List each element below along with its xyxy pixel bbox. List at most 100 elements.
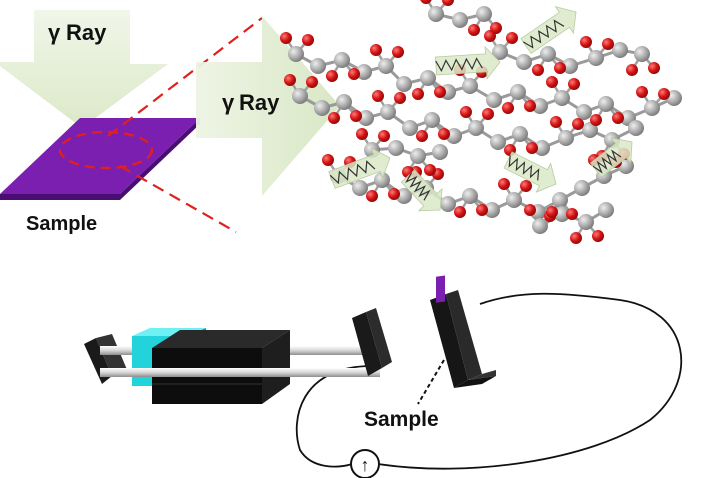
oxygen-atom (350, 110, 362, 122)
carbon-atom (452, 12, 468, 28)
oxygen-atom (532, 64, 544, 76)
carbon-atom (588, 50, 604, 66)
sample-plate-side (0, 118, 200, 200)
gamma-ray-right-arrow (196, 16, 340, 196)
carbon-atom (402, 120, 418, 136)
oxygen-atom (284, 74, 296, 86)
carbon-atom (410, 148, 426, 164)
oxygen-atom (460, 106, 472, 118)
carbon-atom (462, 78, 478, 94)
carbon-atom (468, 120, 484, 136)
oxygen-atom (370, 44, 382, 56)
carbon-atom (582, 122, 598, 138)
oxygen-atom (442, 0, 454, 6)
carbon-atom (628, 120, 644, 136)
oxygen-atom (546, 76, 558, 88)
carbon-atom (378, 58, 394, 74)
ray-label-right: Ray (239, 90, 280, 115)
stage-body (152, 330, 290, 348)
carbon-atom (484, 202, 500, 218)
carbon-atom (532, 98, 548, 114)
sample-piece (436, 275, 445, 303)
zoom-line-upper (107, 17, 263, 137)
oxygen-atom (372, 90, 384, 102)
carbon-atom (554, 90, 570, 106)
oxygen-atom (476, 204, 488, 216)
carbon-atom (462, 188, 478, 204)
gamma-sample-panel: γ Ray Sample (0, 10, 263, 235)
ray-label-left: Ray (66, 20, 107, 45)
carbon-atom (598, 96, 614, 112)
phonon-wave-arrow (435, 45, 501, 80)
gamma-symbol-right: γ (222, 90, 235, 115)
oxygen-atom (550, 116, 562, 128)
oxygen-atom (392, 46, 404, 58)
oxygen-atom (378, 130, 390, 142)
oxygen-atom (590, 114, 602, 126)
oxygen-atom (506, 32, 518, 44)
oxygen-atom (502, 102, 514, 114)
measurement-device-panel: ↑ Sample (84, 275, 683, 478)
oxygen-atom (592, 230, 604, 242)
molecular-chain (280, 0, 682, 244)
oxygen-atom (568, 78, 580, 90)
zoom-line-lower (119, 165, 237, 233)
carbon-atom (634, 46, 650, 62)
sample-label-top: Sample (26, 213, 97, 235)
oxygen-atom (636, 86, 648, 98)
carbon-atom (352, 180, 368, 196)
oxygen-atom (524, 100, 536, 112)
oxygen-atom (626, 64, 638, 76)
oxygen-atom (526, 142, 538, 154)
oxygen-atom (554, 62, 566, 74)
oxygen-atom (356, 128, 368, 140)
oxygen-atom (498, 178, 510, 190)
carbon-atom (562, 58, 578, 74)
carbon-atom (486, 92, 502, 108)
oxygen-atom (546, 206, 558, 218)
sample-plate (0, 118, 200, 194)
oxygen-atom (306, 76, 318, 88)
carbon-atom (420, 70, 436, 86)
oxygen-atom (570, 232, 582, 244)
ammeter-symbol: ↑ (361, 455, 370, 475)
carbon-atom (432, 144, 448, 160)
oxygen-atom (302, 34, 314, 46)
oxygen-atom (394, 92, 406, 104)
carbon-atom (476, 6, 492, 22)
gamma-ray-down-arrow (0, 10, 168, 128)
carbon-atom (428, 6, 444, 22)
oxygen-atom (468, 24, 480, 36)
carbon-atom (512, 126, 528, 142)
carbon-atom (576, 104, 592, 120)
carbon-atom (490, 134, 506, 150)
phonon-wave-arrow (400, 169, 443, 212)
sample-holder-plate (430, 294, 468, 388)
carbon-atom (510, 84, 526, 100)
oxygen-atom (482, 108, 494, 120)
oxygen-atom (424, 164, 436, 176)
carbon-atom (540, 46, 556, 62)
carbon-atom (336, 94, 352, 110)
carbon-atom (446, 128, 462, 144)
phonon-wave-arrow (520, 5, 577, 54)
oxygen-atom (520, 180, 532, 192)
oxygen-atom (434, 86, 446, 98)
oxygen-atom (566, 208, 578, 220)
carbon-atom (492, 44, 508, 60)
carbon-atom (506, 192, 522, 208)
carbon-atom (516, 54, 532, 70)
oxygen-atom (416, 130, 428, 142)
carbon-atom (552, 192, 568, 208)
oxygen-atom (580, 36, 592, 48)
ammeter-icon (350, 449, 380, 478)
oxygen-atom (524, 204, 536, 216)
carbon-atom (558, 130, 574, 146)
carbon-atom (578, 214, 594, 230)
sample-pointer-line (417, 359, 445, 405)
phonon-wave-arrow (503, 151, 557, 193)
oxygen-atom (490, 22, 502, 34)
carbon-atom (574, 180, 590, 196)
carbon-atom (314, 100, 330, 116)
oxygen-atom (612, 112, 624, 124)
